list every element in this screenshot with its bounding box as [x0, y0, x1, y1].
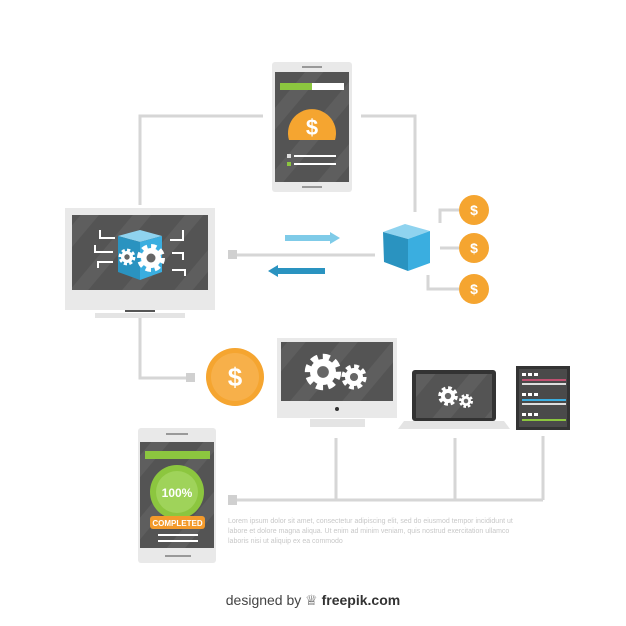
- dollar-coin-icon: $: [459, 195, 489, 225]
- svg-text:$: $: [470, 202, 478, 218]
- server-icon: [516, 366, 570, 430]
- svg-text:$: $: [228, 362, 243, 392]
- completed-badge: [150, 516, 205, 529]
- connector-node: [228, 495, 237, 505]
- footer-credit: designed by ♕ freepik.com: [0, 592, 626, 609]
- dollar-coin-icon: $: [459, 274, 489, 304]
- bottom-phone: 100% COMPLETED: [138, 428, 216, 563]
- connector-lines: [138, 114, 545, 502]
- connector-node: [228, 250, 237, 259]
- coin-symbol: $: [306, 115, 318, 140]
- svg-text:$: $: [470, 240, 478, 256]
- arrow-left-icon: [268, 265, 325, 277]
- circuit-lines: [94, 230, 186, 276]
- progress-fill: [280, 83, 312, 90]
- freepik-logo-icon: ♕: [305, 592, 318, 608]
- percent-label: 100%: [162, 486, 193, 500]
- connector-node: [186, 373, 195, 382]
- completed-label: COMPLETED: [152, 519, 202, 528]
- footer-prefix: designed by: [225, 592, 302, 608]
- top-phone: $: [272, 62, 352, 192]
- svg-text:$: $: [470, 281, 478, 297]
- laptop: [398, 370, 510, 429]
- arrow-right-icon: [285, 232, 340, 244]
- caption-text: Lorem ipsum dolor sit amet, consectetur …: [228, 518, 513, 545]
- cube-icon: [383, 224, 430, 271]
- dollar-coin-icon: $: [206, 348, 264, 406]
- dollar-coin-icon: [288, 109, 336, 140]
- coin-list: $ $ $: [459, 195, 489, 304]
- desktop-monitor: [65, 208, 215, 318]
- progress-fill: [145, 451, 210, 459]
- footer-brand[interactable]: freepik.com: [321, 592, 401, 608]
- dollar-coin-icon: $: [459, 233, 489, 263]
- imac: [277, 338, 397, 427]
